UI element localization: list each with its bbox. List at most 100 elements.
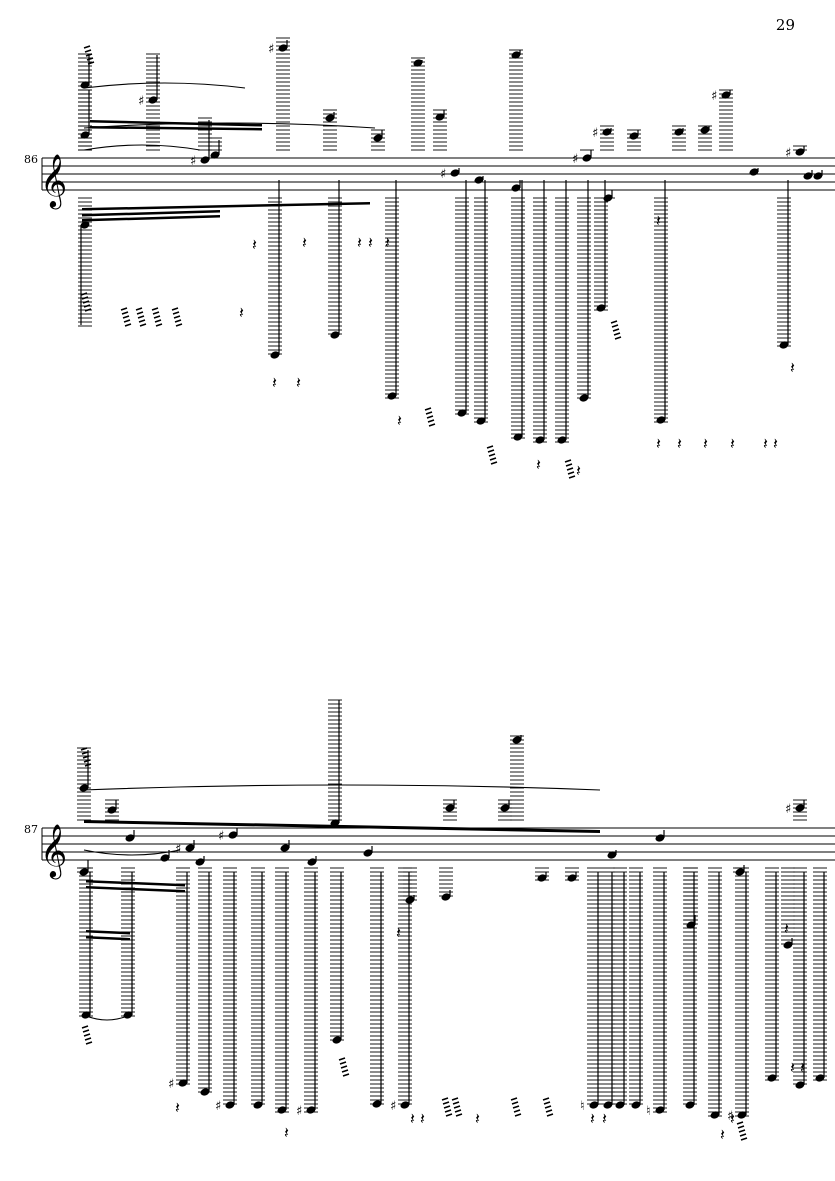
tremolo-stroke [613,332,621,336]
notehead [582,154,592,162]
notehead [270,351,280,359]
quarter-rest: 𝄽 [296,373,301,392]
notehead [749,168,759,176]
quarter-rest: 𝄽 [590,1109,595,1128]
tremolo-stroke [490,461,498,465]
quarter-rest: 𝄽 [397,411,402,430]
sharp-accidental: ♯ [215,1099,221,1114]
quarter-rest: 𝄽 [784,919,789,938]
notehead [280,844,290,852]
tremolo-stroke [120,307,128,311]
tie-slur [83,144,201,151]
sharp-accidental: ♯ [727,1109,733,1124]
tremolo-stroke [427,419,435,423]
quarter-rest: 𝄽 [763,434,768,453]
notehead [607,851,617,859]
tremolo-stroke [736,1121,744,1125]
tremolo-stroke [341,1069,349,1073]
notehead [178,1079,188,1087]
tie-slur [83,122,376,129]
tremolo-stroke [81,296,89,300]
tremolo-stroke [153,315,161,319]
tremolo-stroke [84,308,92,312]
tremolo-stroke [610,320,618,324]
notehead [474,176,484,184]
tremolo-stroke [455,1113,463,1117]
quarter-rest: 𝄽 [773,434,778,453]
tremolo-stroke [451,1097,459,1101]
notehead [721,91,731,99]
tremolo-stroke [442,1101,450,1105]
beam [86,880,185,887]
tremolo-stroke [152,311,160,315]
notehead [441,893,451,901]
notehead [253,1101,263,1109]
quarter-rest: 𝄽 [420,1109,425,1128]
tremolo-stroke [342,1073,350,1077]
notehead [803,172,813,180]
tremolo-stroke [121,311,129,315]
tremolo-stroke [428,423,436,427]
tremolo-stroke [139,323,147,327]
quarter-rest: 𝄽 [410,1109,415,1128]
quarter-rest: 𝄽 [730,1109,735,1128]
natural-accidental: ♮ [580,1099,585,1114]
tremolo-stroke [155,323,163,327]
quarter-rest: 𝄽 [602,1109,607,1128]
tremolo-stroke [82,1029,90,1033]
tremolo-stroke [339,1061,347,1065]
beam [82,210,220,217]
tremolo-stroke [565,463,573,467]
quarter-rest: 𝄽 [175,1098,180,1117]
notehead [603,1101,613,1109]
tremolo-stroke [545,1109,553,1113]
quarter-rest: 𝄽 [272,373,277,392]
notehead [511,51,521,59]
sharp-accidental: ♯ [390,1099,396,1114]
tremolo-stroke [87,61,95,65]
notehead [225,1101,235,1109]
quarter-rest: 𝄽 [284,1123,289,1142]
tremolo-stroke [174,319,182,323]
notehead [450,169,460,177]
tremolo-stroke [453,1105,461,1109]
notehead [457,409,467,417]
tremolo-stroke [173,315,181,319]
notehead [80,131,90,139]
tremolo-stroke [122,315,130,319]
tremolo-stroke [568,475,576,479]
notehead [435,113,445,121]
tremolo-stroke [84,49,92,53]
tremolo-stroke [445,1113,453,1117]
tie-slur [82,784,601,791]
sharp-accidental: ♯ [572,152,578,167]
tremolo-stroke [614,336,622,340]
tremolo-stroke [83,45,91,49]
notehead [330,331,340,339]
notehead [363,849,373,857]
quarter-rest: 𝄽 [357,233,362,252]
quarter-rest: 𝄽 [703,434,708,453]
tremolo-stroke [80,747,88,751]
system-1: 𝄞♯♯♯♯♯♯♯♯𝄽𝄽𝄽𝄽𝄽𝄽𝄽𝄽𝄽𝄽𝄽𝄽𝄽𝄽𝄽𝄽𝄽𝄽𝄽 [40,37,835,480]
tremolo-stroke [84,1037,92,1041]
tremolo-stroke [83,1033,91,1037]
beam [90,126,262,131]
sharp-accidental: ♯ [440,167,446,182]
tremolo-stroke [543,1101,551,1105]
tremolo-stroke [487,449,495,453]
tremolo-stroke [740,1137,748,1141]
treble-clef: 𝄞 [40,823,67,879]
quarter-rest: 𝄽 [656,434,661,453]
tremolo-stroke [340,1065,348,1069]
tremolo-stroke [443,1105,451,1109]
tremolo-stroke [441,1097,449,1101]
notehead [685,1101,695,1109]
tremolo-stroke [172,311,180,315]
tremolo-stroke [611,324,619,328]
quarter-rest: 𝄽 [385,233,390,252]
tremolo-stroke [738,1129,746,1133]
sharp-accidental: ♯ [190,154,196,169]
notehead [413,59,423,67]
tremolo-stroke [564,459,572,463]
